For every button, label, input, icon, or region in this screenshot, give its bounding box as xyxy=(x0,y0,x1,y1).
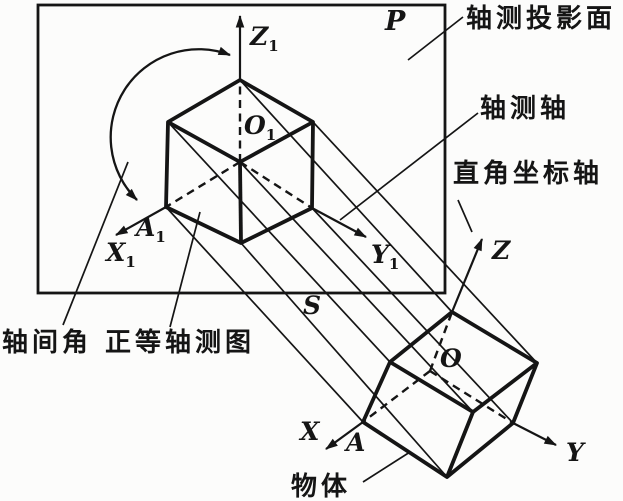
caption-rectangular-axis: 直角坐标轴 xyxy=(453,159,604,188)
isometric-cube-visible-edges xyxy=(164,78,315,245)
caption-projection-plane: 轴测投影面 xyxy=(466,4,617,33)
y-axis xyxy=(512,422,557,446)
caption-isometric-view: 正等轴测图 xyxy=(105,328,256,357)
leader-projection-plane xyxy=(407,16,464,61)
y-axis-label: Y xyxy=(566,438,584,467)
projection-direction-label-s: S xyxy=(303,291,322,320)
rectangular-axes-lines xyxy=(325,238,557,450)
caption-object: 物体 xyxy=(291,472,352,501)
plane-label-p: P xyxy=(385,6,406,37)
leader-object xyxy=(362,451,411,483)
projection-plane-rect xyxy=(36,3,447,295)
x1-axis-label: X1 xyxy=(106,238,136,271)
x1-axis xyxy=(115,206,167,236)
caption-leaders xyxy=(62,16,479,483)
axis-angle-arc xyxy=(109,46,231,201)
isometric-cube-hidden-edges xyxy=(165,80,313,210)
z1-axis-label: Z1 xyxy=(250,22,279,55)
a1-point-label: A1 xyxy=(136,213,166,246)
z-axis xyxy=(450,238,484,313)
x-axis-label: X xyxy=(300,417,320,446)
leader-rectangular-axis xyxy=(457,199,473,233)
o-origin-label: O xyxy=(440,344,462,373)
isometric-cube xyxy=(115,15,367,245)
x-axis xyxy=(325,421,364,450)
leader-isometric-view xyxy=(169,211,201,328)
caption-axis-angle: 轴间角 xyxy=(2,328,93,357)
leader-axis-angle xyxy=(62,161,129,326)
projection-rays xyxy=(165,79,538,478)
y1-axis xyxy=(311,207,367,238)
axonometric-axes-lines xyxy=(115,15,367,238)
z-axis-label: Z xyxy=(492,236,511,265)
o1-origin-label: O1 xyxy=(244,111,277,144)
y1-axis-label: Y1 xyxy=(371,240,400,273)
object-cube-visible-edges xyxy=(361,310,539,479)
a-point-label: A xyxy=(346,428,366,457)
leader-axonometric-axis xyxy=(339,112,479,221)
object-cube xyxy=(325,238,557,479)
caption-axonometric-axis: 轴测轴 xyxy=(480,94,571,123)
